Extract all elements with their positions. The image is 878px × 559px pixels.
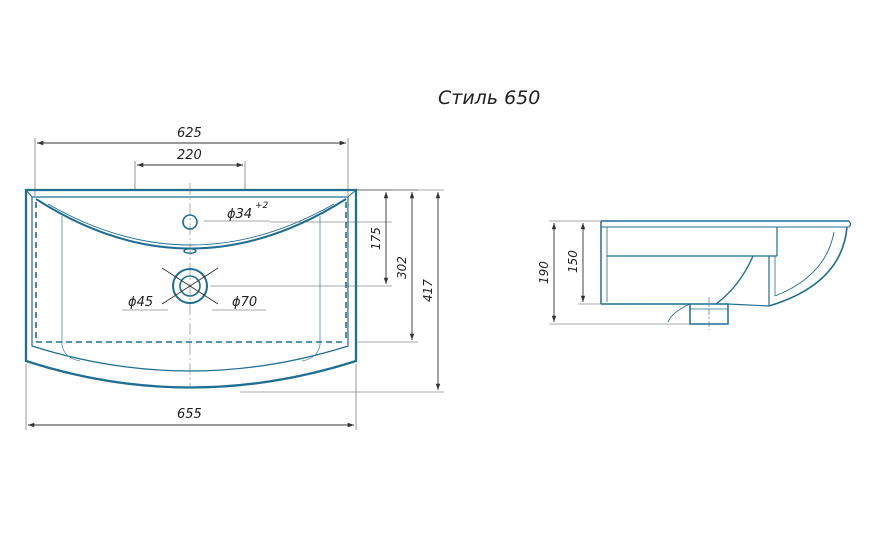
bowl-bottom-corner-right bbox=[301, 344, 321, 362]
overflow-hole bbox=[183, 248, 197, 254]
side-drain-flange bbox=[667, 303, 691, 323]
tap-deck-inner-curve bbox=[47, 203, 335, 246]
dimension-302-label: 302 bbox=[395, 256, 409, 279]
dimension-150-label: 150 bbox=[566, 250, 580, 273]
dimension-190: 190 bbox=[537, 220, 690, 325]
drain-inner-ring bbox=[179, 275, 201, 297]
dimension-175: 175 bbox=[270, 189, 392, 284]
dimension-150: 150 bbox=[566, 223, 601, 305]
dimension-625-label: 625 bbox=[177, 126, 202, 141]
side-bowl-slope bbox=[715, 255, 754, 305]
bowl-bottom-corner-left bbox=[61, 344, 81, 362]
drain-inner-diameter-label: ϕ45 bbox=[128, 295, 153, 310]
dimension-175-label: 175 bbox=[369, 227, 383, 250]
dimension-655: 655 bbox=[25, 364, 357, 430]
tap-deck-curve bbox=[35, 198, 347, 250]
tap-hole bbox=[182, 214, 198, 230]
basin-rim-line bbox=[31, 196, 349, 372]
tap-hole-diameter-label: ϕ34 bbox=[227, 207, 252, 222]
side-bowl-inner-curve bbox=[774, 231, 835, 297]
drain-outer-ring bbox=[172, 268, 208, 304]
rim-corner-left bbox=[25, 189, 33, 198]
dimension-220: 220 bbox=[134, 148, 246, 190]
dimension-417-label: 417 bbox=[421, 279, 435, 302]
side-rim-right-edge bbox=[848, 220, 852, 228]
drain-outer-diameter-label: ϕ70 bbox=[232, 295, 257, 310]
dimension-625: 625 bbox=[34, 126, 349, 196]
dimension-655-label: 655 bbox=[177, 407, 202, 422]
top-view bbox=[24, 183, 358, 389]
tap-hole-tolerance-label: +2 bbox=[255, 201, 269, 211]
side-bowl-outer-curve bbox=[768, 226, 848, 307]
rim-corner-right bbox=[347, 189, 357, 198]
dimension-190-label: 190 bbox=[537, 261, 551, 284]
side-view bbox=[600, 220, 852, 330]
drawing-title: Стиль 650 bbox=[438, 87, 540, 109]
dimension-417: 417 bbox=[240, 189, 444, 393]
basin-outer-outline bbox=[24, 188, 358, 389]
dimension-220-label: 220 bbox=[177, 148, 202, 163]
